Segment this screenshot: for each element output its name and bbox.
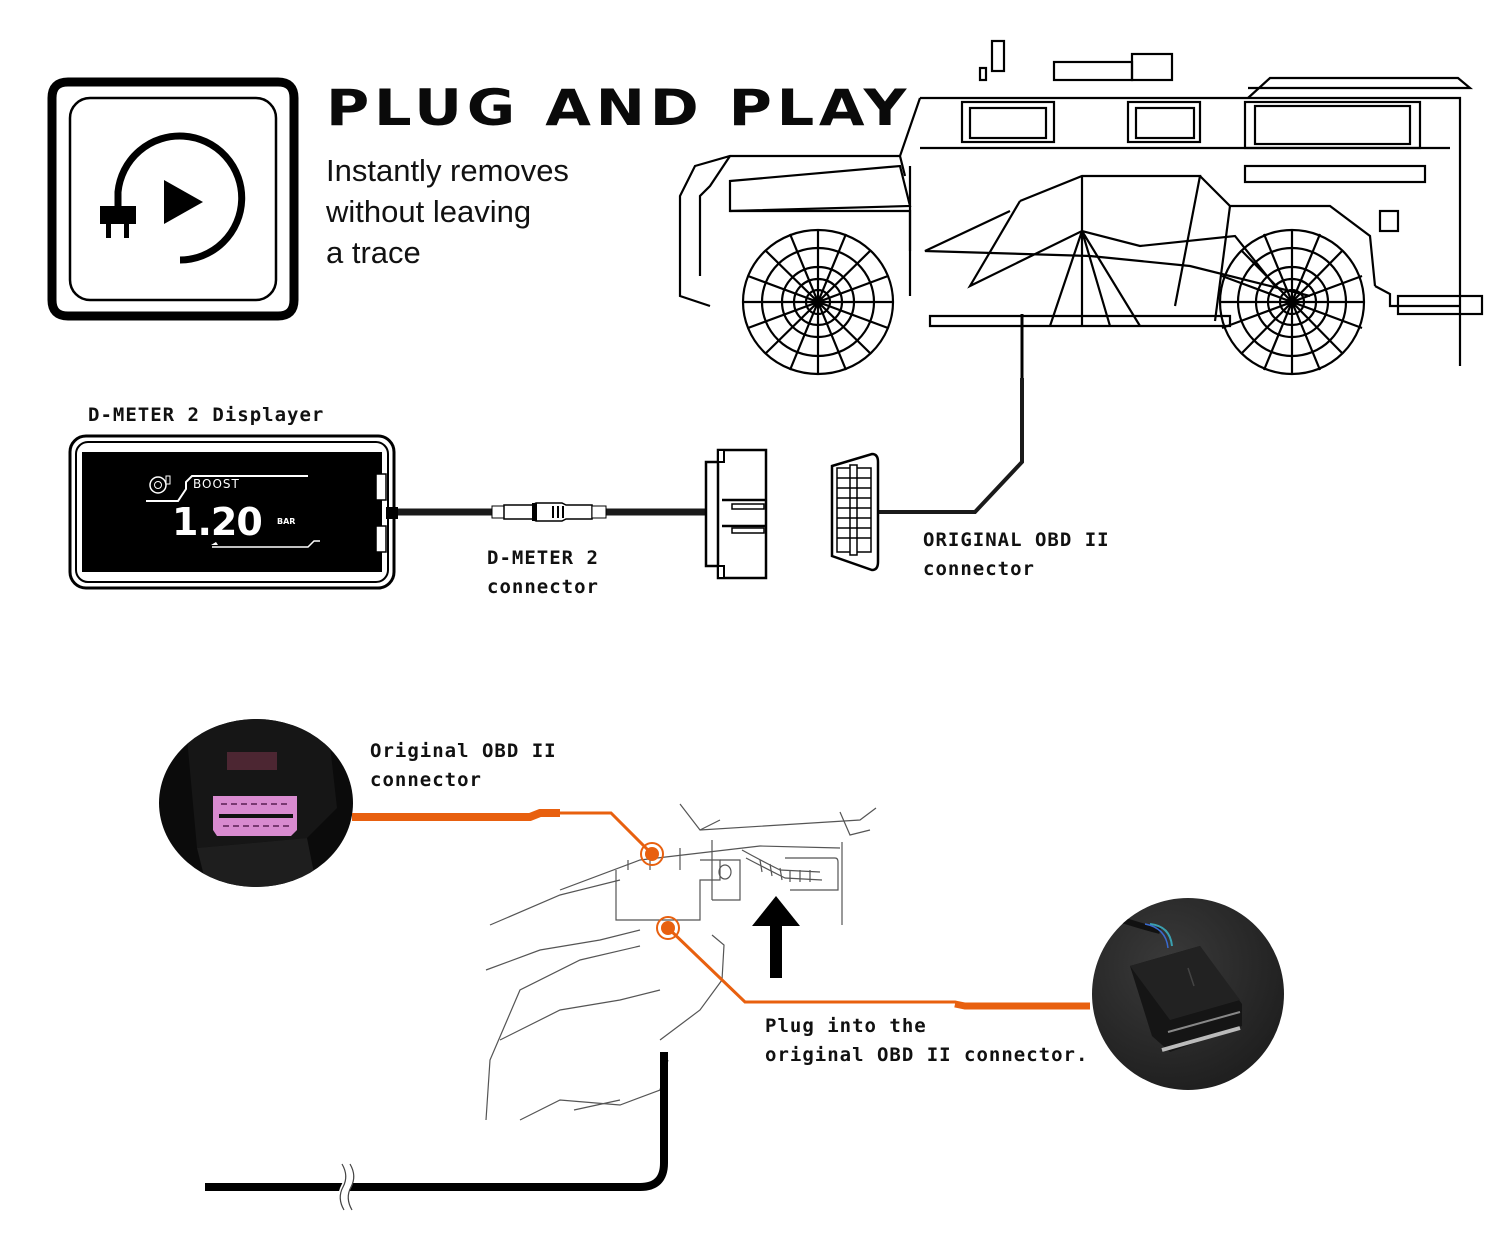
rear-wheel	[1218, 228, 1366, 376]
plug-and-play-icon	[47, 77, 299, 321]
label-line: D-METER 2	[487, 547, 599, 569]
photo-d-meter-connector	[1092, 898, 1284, 1090]
screen-unit: BAR	[277, 517, 295, 526]
label-line: Plug into the	[765, 1015, 927, 1037]
original-obd-callout-label: Original OBD II connector	[370, 737, 557, 795]
callout-dot-bottom	[661, 921, 675, 935]
displayer-label: D-METER 2 Displayer	[88, 404, 325, 426]
play-icon	[164, 180, 203, 224]
callout-dot-top	[645, 847, 659, 861]
subtitle-line: a trace	[326, 235, 421, 270]
photo-original-obd-connector	[159, 719, 353, 887]
d-meter-connector-label: D-METER 2 connector	[487, 544, 599, 602]
d-meter-connector	[704, 448, 768, 580]
label-line: connector	[370, 769, 482, 791]
plug-instruction-label: Plug into the original OBD II connector.	[765, 1012, 1088, 1070]
label-line: Original OBD II	[370, 740, 557, 762]
original-obd-label: ORIGINAL OBD II connector	[923, 526, 1110, 584]
label-line: connector	[923, 558, 1035, 580]
obd-connector-drawing	[830, 452, 880, 572]
plug-icon	[100, 132, 246, 264]
vehicle-wireframe	[678, 39, 1484, 381]
turbo-icon	[149, 475, 171, 494]
subtitle-line: Instantly removes	[326, 153, 569, 188]
cable-break-icon	[338, 1162, 355, 1213]
subtitle-line: without leaving	[326, 194, 532, 229]
screen-mode-label: BOOST	[193, 477, 240, 491]
inline-cable-connector	[491, 502, 607, 522]
label-line: connector	[487, 576, 599, 598]
page-title: PLUG AND PLAY	[326, 79, 912, 137]
screen-value: 1.20	[172, 500, 262, 544]
label-line: ORIGINAL OBD II	[923, 529, 1110, 551]
label-line: original OBD II connector.	[765, 1044, 1089, 1066]
up-arrow-icon	[752, 896, 800, 978]
d-meter-displayer: BOOST 1.20 BAR	[68, 434, 398, 590]
subtitle: Instantly removes without leaving a trac…	[326, 150, 569, 273]
front-wheel	[741, 228, 895, 376]
